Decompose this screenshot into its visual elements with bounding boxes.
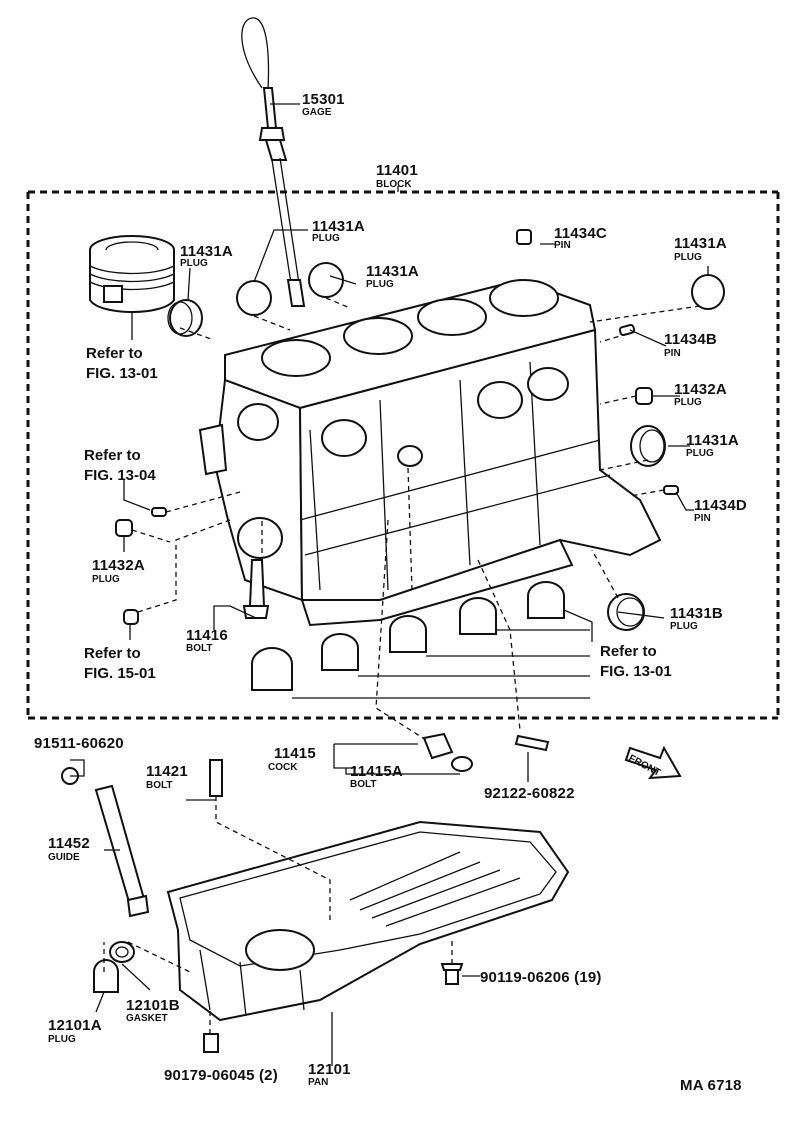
block-assembly-frame (26, 190, 780, 720)
part-name-pan: PAN (308, 1077, 328, 1088)
reference-13-04-line2: FIG. 13-04 (84, 467, 156, 484)
part-number-11431a-right: 11431A (674, 235, 727, 252)
plug-11431a-left (167, 299, 203, 337)
part-name-gasket: GASKET (126, 1013, 168, 1024)
part-number-11415a: 11415A (350, 763, 403, 780)
part-number-11434b: 11434B (664, 331, 717, 348)
part-number-91511-60620: 91511-60620 (34, 735, 124, 752)
part-name-guide: GUIDE (48, 852, 80, 863)
gasket-12101b (109, 941, 135, 963)
drain-cock (422, 732, 473, 772)
part-name-block: BLOCK (376, 179, 412, 190)
part-name-bolt-11416: BOLT (186, 643, 212, 654)
part-number-90179-06045: 90179-06045 (2) (164, 1067, 278, 1084)
plug-11432a-right (635, 387, 653, 405)
part-number-92122-60822: 92122-60822 (484, 785, 575, 802)
part-name-gage: GAGE (302, 107, 332, 118)
part-number-11431b: 11431B (670, 605, 723, 622)
oil-level-gage (241, 17, 306, 307)
part-name-plug-top: PLUG (312, 233, 340, 244)
part-number-12101a: 12101A (48, 1017, 102, 1034)
part-name-plug-side: PLUG (686, 448, 714, 459)
part-number-11401: 11401 (376, 162, 418, 179)
stud-92122 (514, 734, 550, 752)
part-number-11434d: 11434D (694, 497, 747, 514)
pin-13-04 (151, 507, 167, 517)
part-number-12101b: 12101B (126, 997, 180, 1014)
bolt-11416 (242, 559, 270, 619)
part-name-plug-11431b: PLUG (670, 621, 698, 632)
front-marker: FRONT (624, 745, 682, 780)
reference-13-04-line1: Refer to (84, 447, 141, 464)
cylinder-block (198, 278, 662, 627)
part-name-bolt-11415a: BOLT (350, 779, 376, 790)
part-number-11452: 11452 (48, 835, 90, 852)
guide-11452 (61, 767, 150, 918)
pin-11434b (618, 323, 636, 337)
plug-11431a-top (236, 280, 272, 316)
plug-11431a-side (630, 425, 666, 467)
part-number-11431a-side: 11431A (686, 432, 739, 449)
reference-13-01-piston-line1: Refer to (86, 345, 143, 362)
part-name-plug-11432a-left: PLUG (92, 574, 120, 585)
part-number-11431a-top: 11431A (312, 218, 365, 235)
part-number-11421: 11421 (146, 763, 188, 780)
reference-15-01-line2: FIG. 15-01 (84, 665, 156, 682)
part-number-15301: 15301 (302, 91, 345, 108)
oil-pan (166, 820, 570, 1022)
part-name-plug-mid: PLUG (366, 279, 394, 290)
reference-13-01-piston-line2: FIG. 13-01 (86, 365, 158, 382)
part-number-11431a-left: 11431A (180, 243, 233, 260)
part-name-plug-left: PLUG (180, 258, 208, 269)
part-name-pin-c: PIN (554, 240, 571, 251)
bolt-11421 (209, 759, 223, 797)
part-name-plug-11432a-right: PLUG (674, 397, 702, 408)
part-name-bolt-11421: BOLT (146, 780, 172, 791)
plug-11431b (607, 593, 645, 631)
part-name-plug-12101a: PLUG (48, 1034, 76, 1045)
part-number-11416: 11416 (186, 627, 228, 644)
part-name-plug-right: PLUG (674, 252, 702, 263)
part-number-90119-06206: 90119-06206 (19) (480, 969, 602, 986)
part-number-11434c: 11434C (554, 225, 607, 242)
piston (89, 235, 175, 340)
diagram-code: MA 6718 (680, 1077, 742, 1094)
part-number-11432a-right: 11432A (674, 381, 727, 398)
part-name-cock: COCK (268, 762, 298, 773)
part-name-pin-d: PIN (694, 513, 711, 524)
part-number-11431a-mid: 11431A (366, 263, 419, 280)
part-number-11415: 11415 (274, 745, 316, 762)
plug-11431a-right (691, 274, 725, 310)
reference-13-01-bearing-line1: Refer to (600, 643, 657, 660)
plug-11432a-left (115, 519, 133, 537)
bolt-90179 (203, 1033, 219, 1053)
pin-15-01 (123, 609, 139, 625)
pin-11434c (516, 229, 532, 245)
part-number-12101: 12101 (308, 1061, 351, 1078)
bolt-90119 (440, 963, 464, 985)
crank-bearings (251, 581, 565, 691)
part-name-pin-b: PIN (664, 348, 681, 359)
part-number-11432a-left: 11432A (92, 557, 145, 574)
reference-labels: Refer to FIG. 13-01 Refer to FIG. 13-04 … (84, 345, 672, 682)
reference-15-01-line1: Refer to (84, 645, 141, 662)
part-labels: 15301 GAGE 11401 BLOCK 11431A PLUG 11431… (34, 91, 747, 1088)
reference-13-01-bearing-line2: FIG. 13-01 (600, 663, 672, 680)
plug-12101a (93, 959, 119, 993)
leader-lines (70, 103, 709, 1066)
plug-11431a-mid (308, 262, 344, 298)
